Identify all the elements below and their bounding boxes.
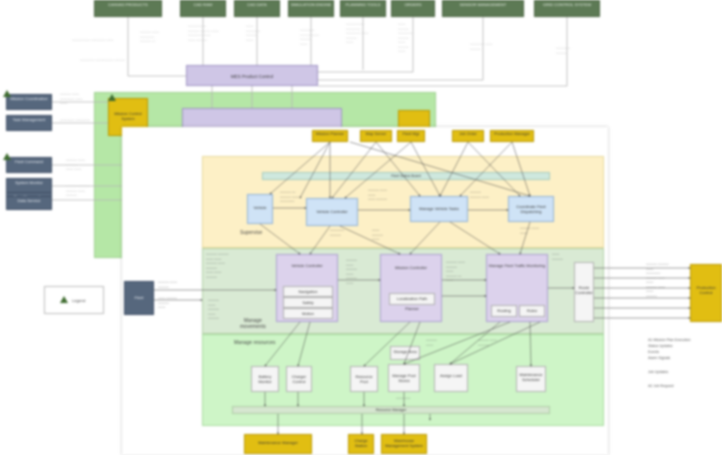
legend-note: Status Updates [648, 344, 673, 348]
bg-annotation: ————— ———— —— [72, 38, 114, 42]
resource-box: Charger Control [286, 366, 312, 392]
bg-left-box: Data Service [6, 196, 52, 210]
annotation: ——— — ——— —— ———— [280, 190, 299, 203]
annotation: —— ——— [552, 252, 563, 261]
resource-box: Manage Pool Stores [388, 364, 420, 392]
supervise-bar: Fleet Status Board [262, 172, 550, 180]
bg-top-box: PLANNING TOOLS [340, 0, 386, 17]
traffic-monitoring-box: Manage Fleet Traffic Monitoring Routing … [486, 254, 548, 322]
bg-top-box: GRID CONTROL SYSTEM [534, 0, 600, 17]
bg-annotation: —— ———— ——— —— [246, 24, 261, 42]
bg-left-box: Mission Coordination [6, 94, 52, 110]
bg-top-box: CAD RAW [180, 0, 226, 17]
annotation: ——— —— —— —— ——— [368, 188, 387, 201]
section-label-manage-movements: Manage movements [240, 318, 266, 330]
annotation: ——— —— ——— —— ——— [208, 298, 219, 320]
annotation: ——— —— ——— [158, 280, 177, 289]
bg-left-box: Task Management [6, 115, 52, 131]
traffic-inner-box: Rules [519, 305, 545, 317]
production-control-box: Production Control [690, 264, 722, 322]
annotation: ——— —— ——— —— ——— —— [346, 258, 357, 285]
bottom-output-box: Warehouse Management System [381, 434, 427, 454]
annotation: ——— —— ——— [478, 338, 497, 347]
annotation: ——— ——— —— [470, 190, 489, 199]
annotation: ——— —— —— [520, 226, 539, 235]
supervise-box: Vehicle Controller [306, 198, 358, 226]
box-title: Vehicle Controller [291, 263, 323, 268]
legend-note: A1 Mission Plan Execution [648, 338, 691, 342]
traffic-inner-box: Routing [491, 305, 517, 317]
annotation: ——— —— [426, 338, 437, 347]
resource-box: Storage Area [390, 346, 420, 360]
top-input-box: Mission Planner [312, 130, 348, 142]
tree-icon [60, 296, 68, 303]
top-input-box: Job Order [452, 130, 484, 142]
route-controller-box: Route Controller [574, 262, 594, 322]
bg-top-box: SIMULATION ENGINE [288, 0, 334, 17]
vehicle-controller-box: Vehicle Controller Navigation Safety Mot… [276, 254, 338, 322]
controller-item: Navigation [283, 286, 333, 297]
fleet-box: Fleet [124, 281, 154, 315]
bg-annotation: ————— ——— ——— —— ———— —— —— ——— [188, 24, 219, 42]
resource-box: Resource Pool [350, 366, 378, 392]
legend-note: A2 Job Request [648, 384, 674, 388]
bg-top-box: SENSOR MANAGEMENT [442, 0, 524, 17]
bottom-output-box: Charge Station [348, 434, 374, 454]
box-title: Manage Fleet Traffic Monitoring [488, 263, 546, 268]
box-title: Mission Controller [394, 265, 427, 270]
annotation: —— ——— —— [372, 228, 383, 241]
bg-annotation: ———— —— ——— [470, 42, 493, 51]
bg-left-box: Fleet Command [6, 157, 52, 173]
tree-icon [3, 153, 11, 160]
annotation: ———— ——— [330, 228, 345, 237]
controller-item: Safety [283, 297, 333, 308]
bg-annotation: ———— ———— [60, 118, 90, 122]
bg-top-box: CANVAS PRODUCTS [94, 0, 162, 17]
top-input-box: Fleet Mgr [397, 130, 425, 142]
bg-annotation: —— ——— ———— ——— —— ——— —— [398, 22, 413, 53]
bg-annotation: ———— ——— —— ——— —— [300, 28, 319, 46]
section-label-manage-resources: Manage resources [234, 340, 276, 346]
supervise-box: Vehicle [247, 194, 273, 224]
resource-box: Assign Load [434, 364, 468, 392]
bg-annotation: ——— —— ——— —— —— [66, 158, 85, 171]
controller-item: Motion [283, 308, 333, 319]
legend-note: Events [648, 350, 659, 354]
bg-center-box: MES Product Control [186, 65, 318, 86]
tree-icon [108, 94, 116, 101]
legend-note: Job Updates [648, 370, 669, 374]
bottom-output-box: Maintenance Manager [244, 434, 312, 454]
bg-legend-label: Legend [72, 298, 86, 303]
resource-box: Battery Monitor [251, 366, 279, 392]
annotation: —— ——— ——— —— [158, 296, 177, 309]
annotation: ——— ——— —— ———— ——— —— —— ——— —— —— ——— [646, 262, 669, 298]
bg-annotation: ——— —— ———— —— —— [60, 92, 83, 105]
supervise-box: Manage Vehicle Tasks [410, 196, 468, 222]
resource-bar: Resource Manager [232, 406, 550, 414]
resource-box: Maintenance Scheduler [516, 366, 546, 392]
bg-annotation: ———— ——— [556, 46, 571, 55]
bg-top-box: CAD DATA [234, 0, 280, 17]
legend-note: Alarm Signals [648, 356, 671, 360]
top-input-box: Production Manager [490, 130, 534, 142]
section-label-supervise: Supervise [240, 230, 263, 236]
bg-annotation: ———— ————— ——— [80, 58, 126, 62]
mission-controller-box: Mission Controller Localization Path Pla… [380, 254, 442, 322]
annotation: ———— [396, 396, 411, 400]
bg-legend-box [44, 286, 104, 314]
annotation: ——— ——— —— —— ——— —— ——— —— —— ——— [206, 252, 229, 279]
bg-annotation: ——— —— ———— ——— — [140, 30, 159, 43]
tree-icon [3, 90, 11, 97]
supervise-box: Coordinate Fleet Dispatching [508, 196, 554, 222]
top-input-box: Map Server [360, 130, 392, 142]
bg-top-box: ORDERS [391, 0, 435, 17]
bg-annotation: ————— ———— ———— —— ——— —— [346, 22, 369, 44]
mission-inner-box: Localization Path Planner [389, 293, 435, 311]
